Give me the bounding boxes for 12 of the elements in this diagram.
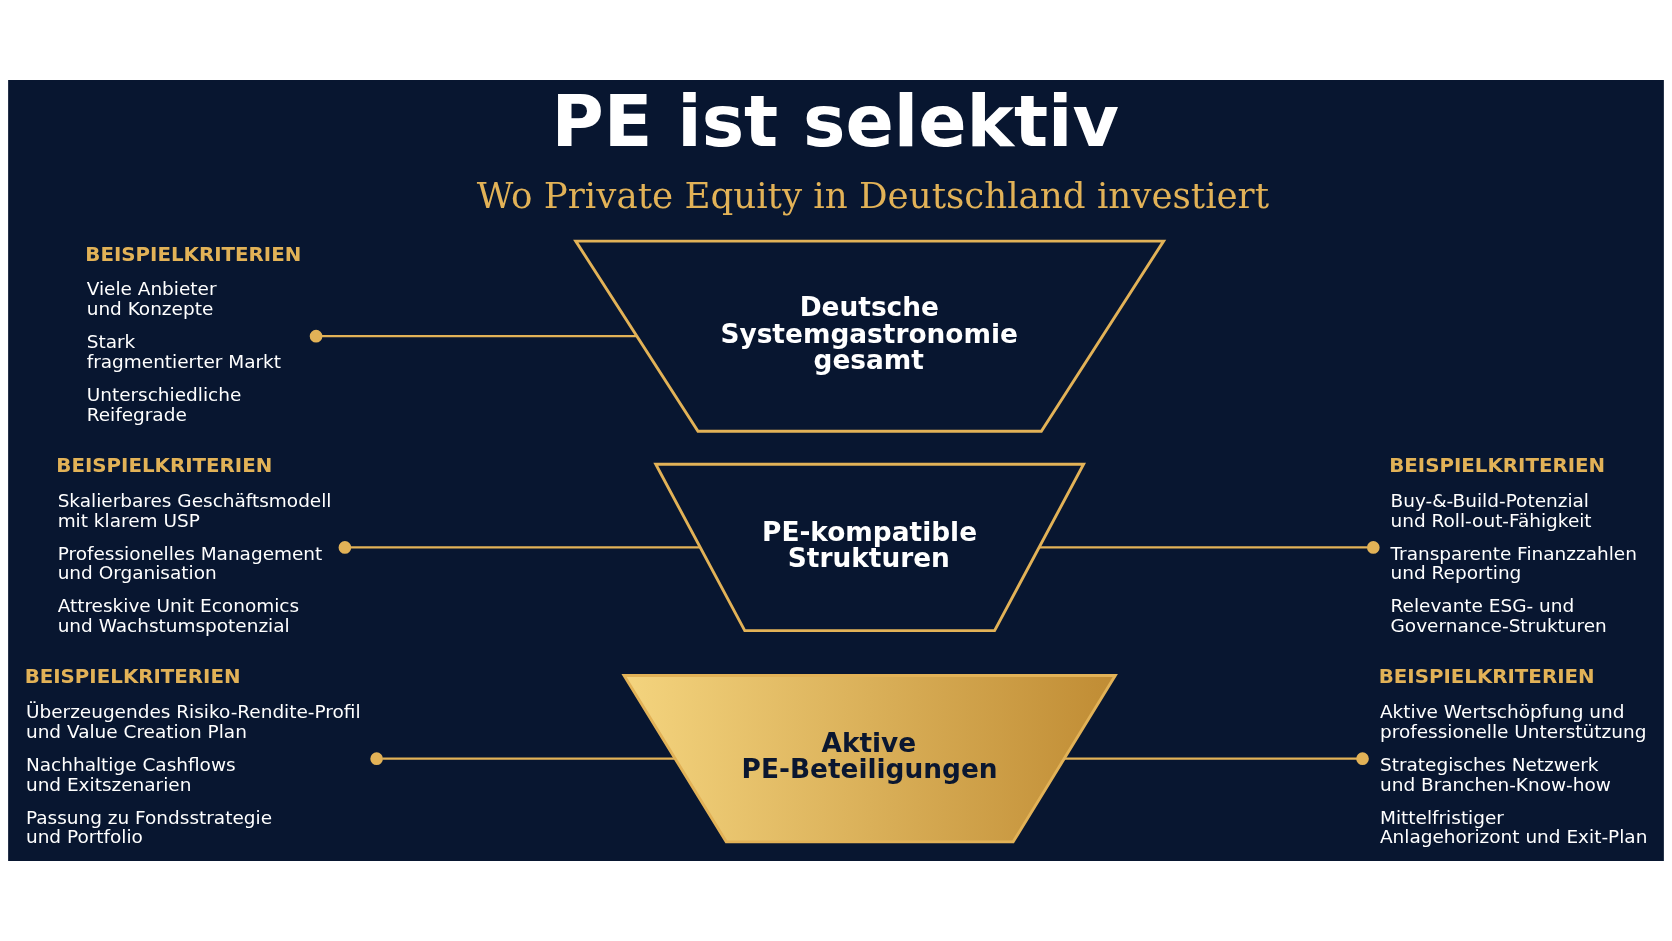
node-text: BEISPIELKRITERIEN Überzeugendes Risiko-Rendite-Profil und Value Creation Plan Nachhaltige Cashflows und Exitszenarien Passung zu Fondsstrategie und Portfolio (24, 665, 361, 848)
diagram-title: PE ist selektiv (551, 80, 1120, 164)
connector (1064, 752, 1369, 765)
node-text: BEISPIELKRITERIEN Skalierbares Geschäftsmodell mit klarem USP Professionelles Management und Organisation Attreskive Unit Economics und Wachstumspotenzial (56, 454, 332, 637)
connector (1039, 541, 1380, 554)
label: Wo Private Equity in Deutschland investiert (476, 174, 1269, 216)
node-text: BEISPIELKRITERIEN Aktive Wertschöpfung und professionelle Unterstützung Strategisches Netzwerk und Branchen-Know-how Mittelfristiger Anlagehorizont und Exit-Plan (1378, 665, 1648, 848)
node-text: BEISPIELKRITERIEN Buy-&-Build-Potenzial und Roll-out-Fähigkeit Transparente Finanzzahlen und Reporting Relevante ESG- und Governance-Strukturen (1389, 454, 1637, 637)
node-text: BEISPIELKRITERIEN Viele Anbieter und Konzepte Stark fragmentierter Markt Unterschiedliche Reifegrade (85, 242, 302, 425)
connector (370, 752, 675, 765)
connector (338, 541, 701, 554)
connector (309, 329, 637, 343)
